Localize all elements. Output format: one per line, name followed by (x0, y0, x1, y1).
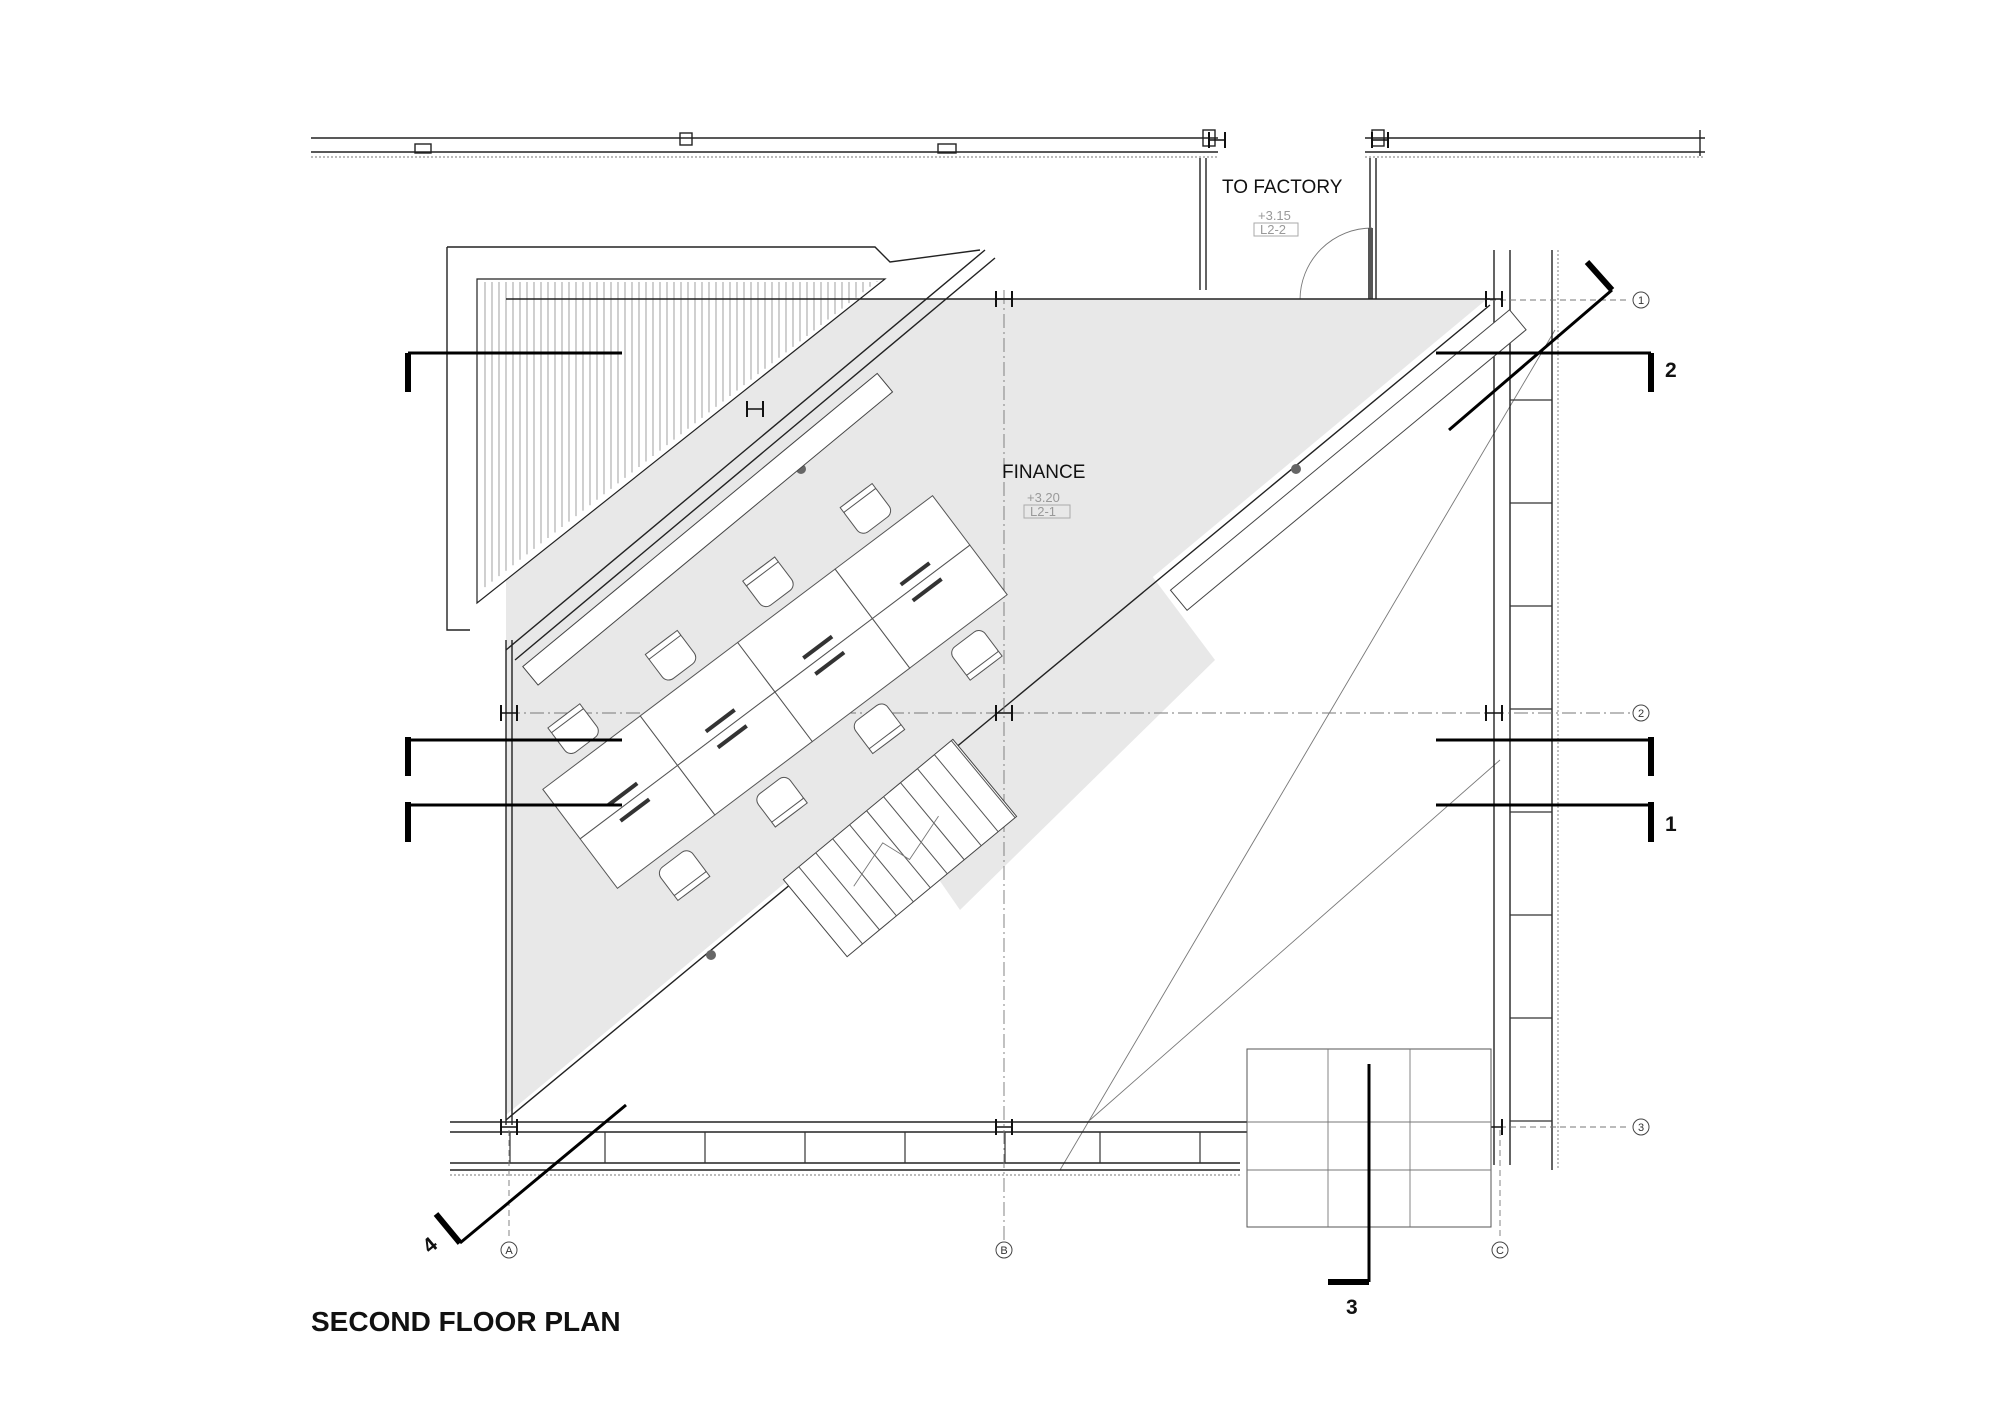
chair (853, 703, 906, 755)
h-column (746, 401, 764, 417)
desk (871, 544, 1008, 669)
section-marker-1: 1 (1665, 813, 1677, 836)
h-column (500, 1119, 518, 1135)
h-column (1371, 132, 1389, 148)
building-walls (450, 250, 1559, 1176)
h-column (995, 1119, 1013, 1135)
svg-text:A: A (505, 1245, 513, 1257)
desk (579, 764, 716, 890)
h-column (995, 705, 1013, 721)
chair (742, 556, 794, 608)
stairs (782, 738, 1018, 958)
h-column (1208, 132, 1226, 148)
elevation-finance: +3.20 (1027, 490, 1060, 505)
section-marker-3: 3 (1346, 1296, 1358, 1319)
chair (547, 703, 599, 754)
room-label-finance: FINANCE (1002, 462, 1085, 483)
chair (951, 630, 1003, 681)
factory-wall (311, 129, 1705, 158)
svg-text:1: 1 (1638, 295, 1644, 307)
section-marker-4: 4 (418, 1233, 442, 1258)
door-swing (1299, 227, 1373, 301)
grid-bubble-c: C (1491, 1241, 1509, 1259)
grid-bubble-a: A (500, 1241, 518, 1259)
chair (644, 629, 697, 681)
chair (756, 776, 808, 828)
chair (839, 482, 892, 534)
h-column (1485, 705, 1503, 721)
workstations (542, 482, 1008, 902)
grid-bubble-3: 3 (1632, 1118, 1650, 1136)
grid-bubble-b: B (995, 1241, 1013, 1259)
section-marker-2: 2 (1665, 359, 1677, 382)
room-tag-finance: L2-1 (1030, 504, 1056, 519)
column-dot (706, 950, 716, 960)
column-dot (1291, 464, 1301, 474)
svg-text:C: C (1496, 1245, 1504, 1257)
elevation-to-factory: +3.15 (1258, 208, 1291, 223)
svg-text:B: B (1000, 1245, 1007, 1257)
drawing-title: SECOND FLOOR PLAN (311, 1306, 621, 1337)
chair (658, 850, 711, 902)
room-tag-to-factory: L2-2 (1260, 222, 1286, 237)
section-lines (405, 260, 1654, 1285)
h-column (1485, 291, 1503, 307)
h-column (995, 291, 1013, 307)
storage-units (522, 309, 1527, 686)
room-label-to-factory: TO FACTORY (1222, 177, 1343, 198)
svg-text:3: 3 (1638, 1122, 1644, 1134)
hatched-void (446, 246, 981, 631)
h-column (500, 705, 518, 721)
door-leaf (1368, 228, 1373, 300)
grid-bubble-2: 2 (1632, 704, 1650, 722)
svg-text:2: 2 (1638, 708, 1644, 720)
grid-bubble-1: 1 (1632, 291, 1650, 309)
